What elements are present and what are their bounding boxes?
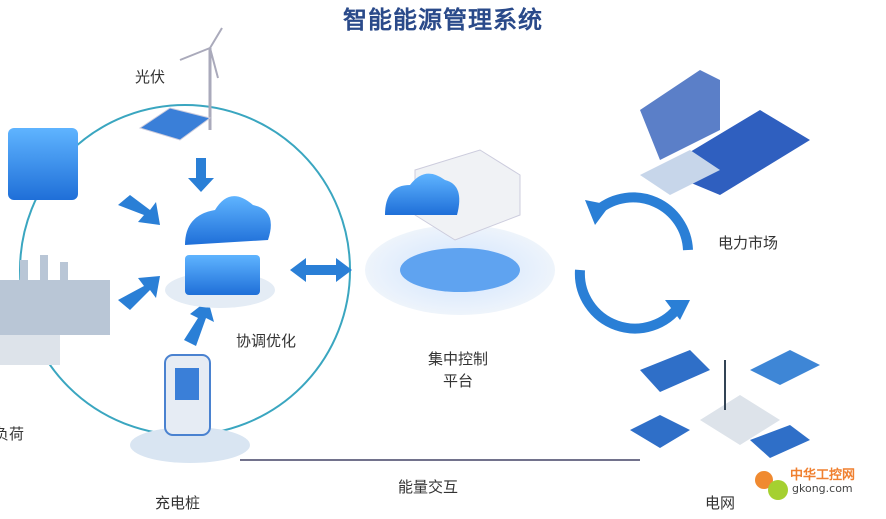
battery-icon — [8, 128, 78, 200]
power-grid-icon — [630, 350, 820, 458]
cycle-arrowhead-icon — [585, 200, 610, 225]
charging-pile-icon — [130, 354, 250, 463]
label-coordination: 协调优化 — [236, 332, 297, 350]
label-load: 负荷 — [0, 425, 25, 443]
label-charging: 充电桩 — [155, 494, 201, 512]
market-cycle-icon — [574, 192, 693, 334]
coordination-cloud-icon — [165, 196, 275, 308]
label-market: 电力市场 — [718, 234, 779, 252]
cycle-arrowhead-icon — [665, 300, 690, 320]
central-platform-icon — [365, 149, 555, 315]
page-title: 智能能源管理系统 — [343, 6, 543, 34]
watermark-cn: 中华工控网 — [790, 468, 856, 483]
label-platform-line2: 平台 — [443, 372, 474, 390]
label-grid: 电网 — [705, 494, 736, 512]
power-market-icon — [640, 70, 810, 195]
watermark-en: gkong.com — [792, 482, 853, 495]
arrow-icon — [118, 158, 352, 346]
label-pv: 光伏 — [135, 68, 166, 86]
solar-panel-icon — [138, 107, 212, 141]
label-platform-line1: 集中控制 — [428, 350, 489, 368]
gear-icon — [755, 471, 788, 500]
watermark: 中华工控网 gkong.com — [750, 462, 880, 510]
label-energy-exchange: 能量交互 — [398, 478, 459, 496]
factory-load-icon — [0, 255, 110, 365]
wind-turbine-icon — [179, 27, 223, 130]
